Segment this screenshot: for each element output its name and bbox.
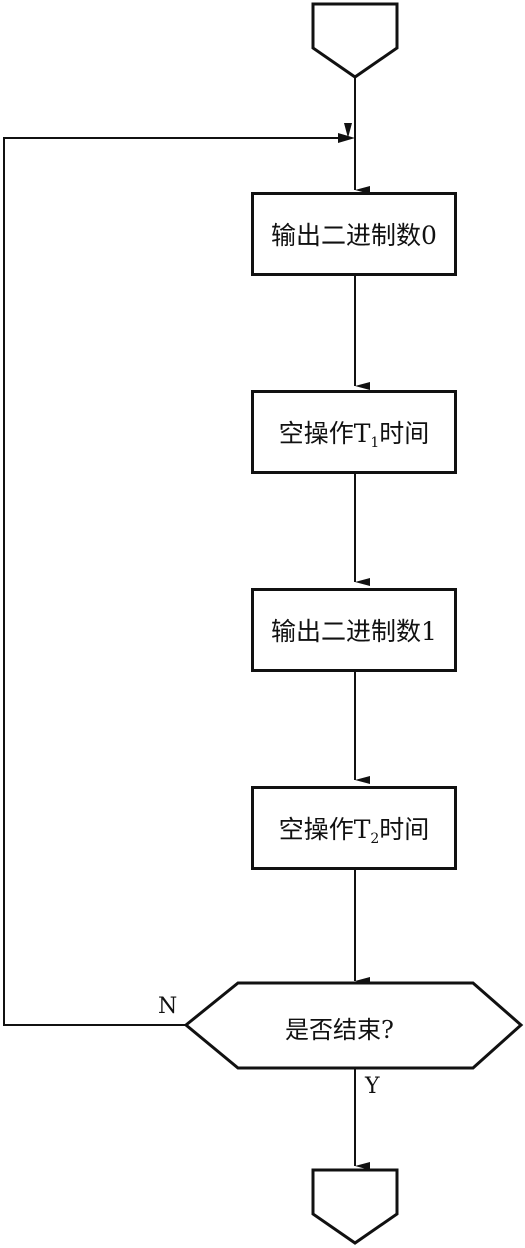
loop-back-arrowhead: [338, 133, 355, 143]
decision-label: 是否结束?: [285, 1016, 394, 1044]
process-label-output-0: 输出二进制数0: [271, 221, 437, 250]
process-box-output-0: 输出二进制数0: [251, 192, 457, 276]
loop-back-line: [3, 123, 352, 1026]
branch-label-yes: Y: [365, 1074, 380, 1099]
end-connector: [311, 1168, 399, 1245]
process-label-nop-t2: 空操作T2时间: [278, 814, 430, 847]
process-label-output-1: 输出二进制数1: [271, 617, 437, 646]
decision-shape: [183, 981, 524, 1070]
start-connector: [311, 2, 399, 79]
branch-label-no: N: [158, 994, 178, 1019]
process-box-output-1: 输出二进制数1: [251, 588, 457, 672]
process-box-nop-t1: 空操作T1时间: [251, 390, 457, 474]
process-label-nop-t1: 空操作T1时间: [278, 418, 430, 451]
process-box-nop-t2: 空操作T2时间: [251, 786, 457, 870]
